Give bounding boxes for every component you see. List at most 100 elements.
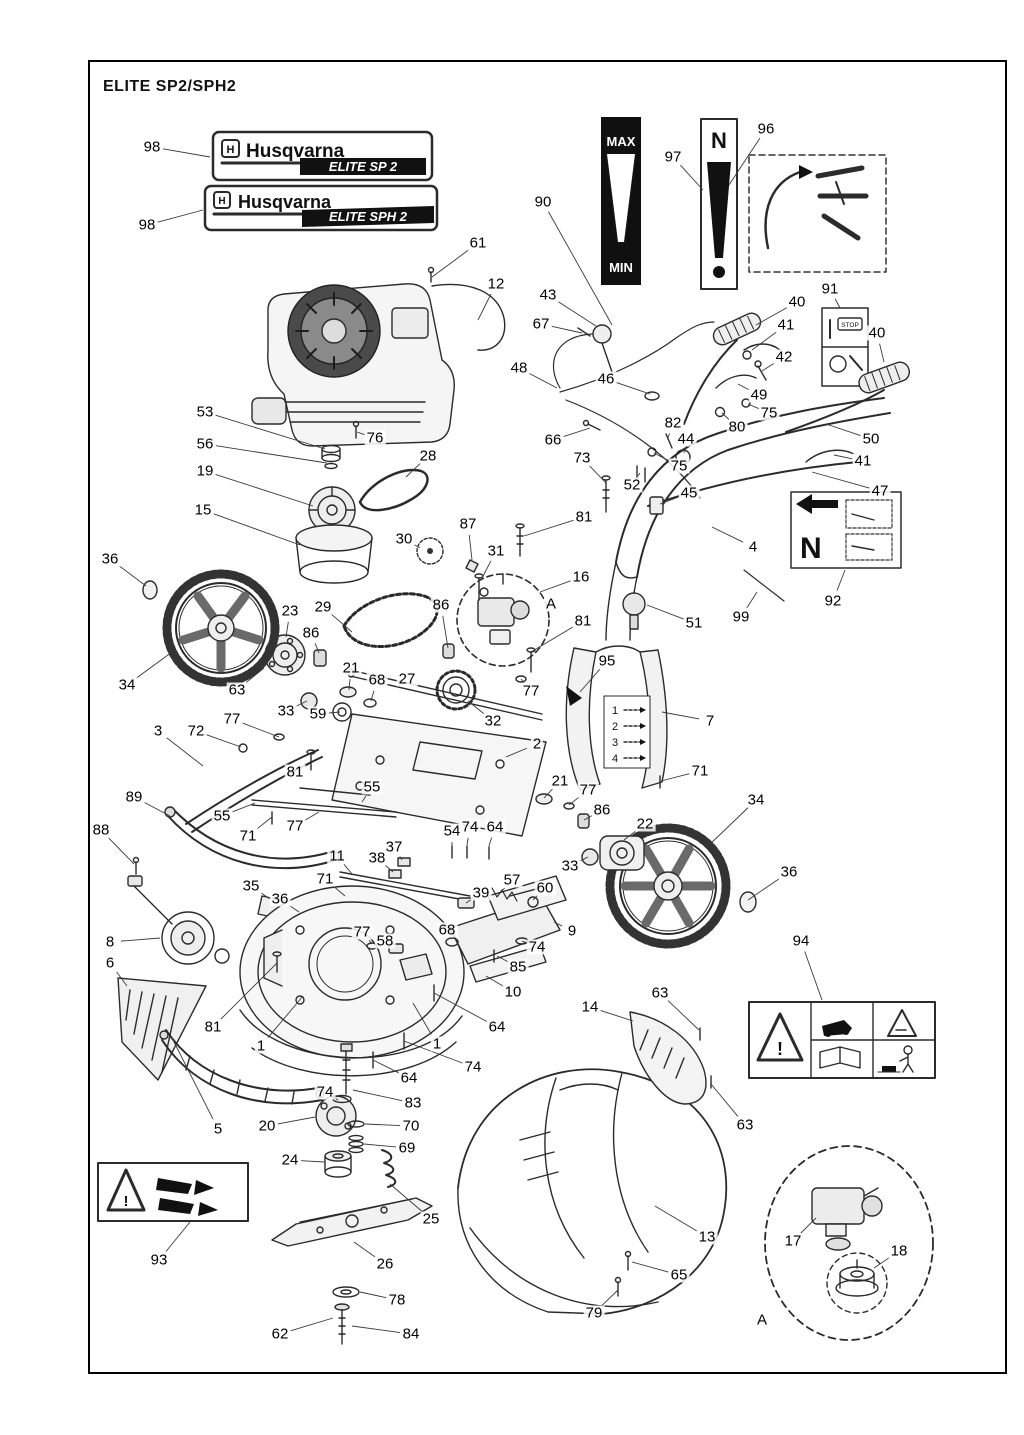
part-callout-86: 86 — [300, 624, 322, 642]
page-border — [88, 60, 1007, 1374]
part-callout-21: 21 — [340, 659, 362, 677]
svg-text:N: N — [711, 128, 727, 153]
part-callout-81: 81 — [284, 763, 306, 781]
part-callout-64: 64 — [484, 818, 506, 836]
part-callout-53: 53 — [194, 403, 216, 421]
part-callout-86: 86 — [430, 596, 452, 614]
height-legend: 1 2 3 4 — [603, 695, 651, 769]
position-arrow-icon — [566, 686, 582, 706]
part-callout-40: 40 — [866, 324, 888, 342]
warning-decal-right: ! — [748, 1001, 936, 1079]
part-callout-7: 7 — [703, 712, 717, 730]
part-callout-95: 95 — [596, 652, 618, 670]
svg-text:2: 2 — [612, 721, 618, 733]
svg-text:STOP: STOP — [841, 322, 859, 329]
part-callout-77: 77 — [520, 682, 542, 700]
part-callout-52: 52 — [621, 476, 643, 494]
part-callout-19: 19 — [194, 462, 216, 480]
part-callout-10: 10 — [502, 983, 524, 1001]
part-callout-11: 11 — [327, 847, 347, 865]
part-callout-63: 63 — [226, 681, 248, 699]
part-callout-43: 43 — [537, 286, 559, 304]
svg-text:MAX: MAX — [607, 134, 636, 149]
part-callout-27: 27 — [396, 670, 418, 688]
part-callout-28: 28 — [417, 447, 439, 465]
part-callout-83: 83 — [402, 1094, 424, 1112]
gearbox — [535, 793, 645, 871]
brand-name: Husqvarna — [238, 192, 332, 212]
part-callout-16: 16 — [570, 568, 592, 586]
part-callout-74: 74 — [526, 938, 548, 956]
svg-text:MIN: MIN — [609, 260, 633, 275]
svg-text:3: 3 — [612, 737, 618, 749]
part-callout-81: 81 — [573, 508, 595, 526]
svg-text:1: 1 — [612, 705, 618, 717]
part-callout-21: 21 — [549, 772, 571, 790]
part-callout-63: 63 — [734, 1116, 756, 1134]
svg-text:!: ! — [124, 1193, 129, 1210]
part-callout-37: 37 — [383, 838, 405, 856]
part-callout-65: 65 — [668, 1266, 690, 1284]
part-callout-92: 92 — [822, 592, 844, 610]
husqvarna-logo-icon: H — [227, 144, 235, 156]
part-callout-84: 84 — [400, 1325, 422, 1343]
throttle-decal: STOP — [821, 307, 869, 387]
part-callout-64: 64 — [398, 1069, 420, 1087]
part-callout-62: 62 — [269, 1325, 291, 1343]
warning-triangle-icon — [756, 1012, 804, 1062]
part-callout-88: 88 — [90, 821, 112, 839]
part-callout-12: 12 — [485, 275, 507, 293]
diagram-title: ELITE SP2/SPH2 — [103, 78, 237, 95]
part-callout-17: 17 — [782, 1232, 804, 1250]
part-callout-74: 74 — [314, 1083, 336, 1101]
part-callout-48: 48 — [508, 359, 530, 377]
part-callout-59: 59 — [307, 705, 329, 723]
part-callout-6: 6 — [103, 954, 117, 972]
part-callout-71: 71 — [237, 827, 259, 845]
part-callout-A: A — [754, 1311, 770, 1329]
part-callout-79: 79 — [583, 1304, 605, 1322]
part-callout-24: 24 — [279, 1151, 301, 1169]
part-callout-81: 81 — [202, 1018, 224, 1036]
part-callout-75: 75 — [668, 457, 690, 475]
part-callout-20: 20 — [256, 1117, 278, 1135]
part-callout-30: 30 — [393, 530, 415, 548]
brand-badge-sp2: H Husqvarna ELITE SP 2 — [211, 130, 434, 182]
husqvarna-logo-icon: H — [218, 196, 225, 207]
front-roller — [127, 856, 230, 965]
detail-circle-a — [456, 523, 550, 673]
part-callout-44: 44 — [675, 430, 697, 448]
part-callout-76: 76 — [364, 429, 386, 447]
part-callout-78: 78 — [386, 1291, 408, 1309]
right-wheel — [605, 823, 757, 949]
part-callout-94: 94 — [790, 932, 812, 950]
part-callout-75: 75 — [758, 404, 780, 422]
part-callout-58: 58 — [374, 932, 396, 950]
part-callout-87: 87 — [457, 515, 479, 533]
svg-text:!: ! — [777, 1039, 783, 1059]
warning-triangle-icon — [887, 1009, 917, 1037]
detail-view-a — [764, 1145, 934, 1341]
part-callout-35: 35 — [240, 877, 262, 895]
part-callout-3: 3 — [151, 722, 165, 740]
handle-bracket — [565, 592, 668, 791]
part-callout-67: 67 — [530, 315, 552, 333]
chassis-plate — [306, 713, 547, 837]
part-callout-32: 32 — [482, 712, 504, 730]
part-callout-50: 50 — [860, 430, 882, 448]
part-callout-70: 70 — [400, 1117, 422, 1135]
part-callout-33: 33 — [275, 702, 297, 720]
warning-triangle-icon — [106, 1168, 146, 1212]
part-callout-72: 72 — [185, 722, 207, 740]
part-callout-45: 45 — [678, 484, 700, 502]
part-callout-64: 64 — [486, 1018, 508, 1036]
part-callout-34: 34 — [745, 791, 767, 809]
part-callout-13: 13 — [696, 1228, 718, 1246]
part-callout-5: 5 — [211, 1120, 225, 1138]
part-callout-22: 22 — [634, 815, 656, 833]
part-callout-96: 96 — [755, 120, 777, 138]
part-callout-29: 29 — [312, 598, 334, 616]
model-name: ELITE SP 2 — [329, 159, 398, 174]
